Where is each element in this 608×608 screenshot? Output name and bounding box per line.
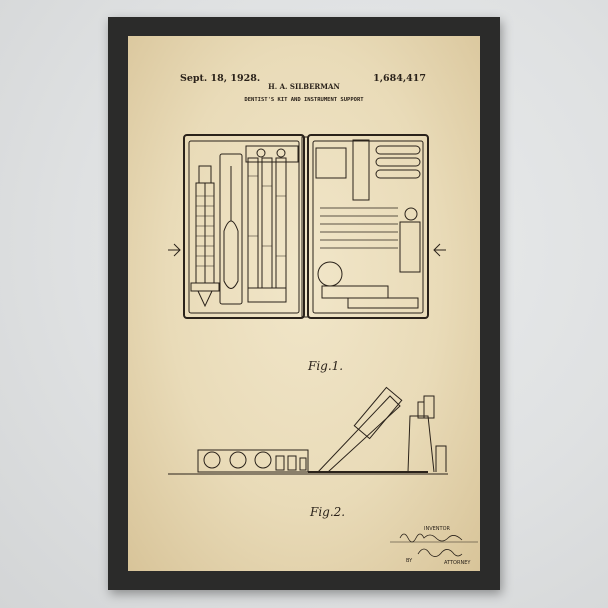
- fig2-label: Fig.2.: [310, 505, 346, 519]
- patent-print: Sept. 18, 1928. H. A. SILBERMAN 1,684,41…: [128, 36, 480, 571]
- inventor-label: INVENTOR: [424, 526, 450, 532]
- patent-title: DENTIST'S KIT AND INSTRUMENT SUPPORT: [244, 97, 364, 103]
- attorney-label: ATTORNEY: [444, 560, 471, 566]
- fig2-side-view-drawing: [168, 386, 448, 475]
- attorney-signature-mark: [417, 548, 463, 557]
- fig1-kit-drawing: [168, 134, 446, 319]
- patent-number: 1,684,417: [373, 73, 426, 84]
- patent-drawing: [168, 134, 478, 557]
- inventor-name: H. A. SILBERMAN: [268, 82, 340, 91]
- inventor-signature-mark: [399, 533, 463, 543]
- patent-date: Sept. 18, 1928.: [180, 73, 261, 84]
- by-label: BY: [406, 558, 413, 564]
- fig1-label: Fig.1.: [308, 359, 344, 373]
- picture-frame: Sept. 18, 1928. H. A. SILBERMAN 1,684,41…: [108, 17, 500, 590]
